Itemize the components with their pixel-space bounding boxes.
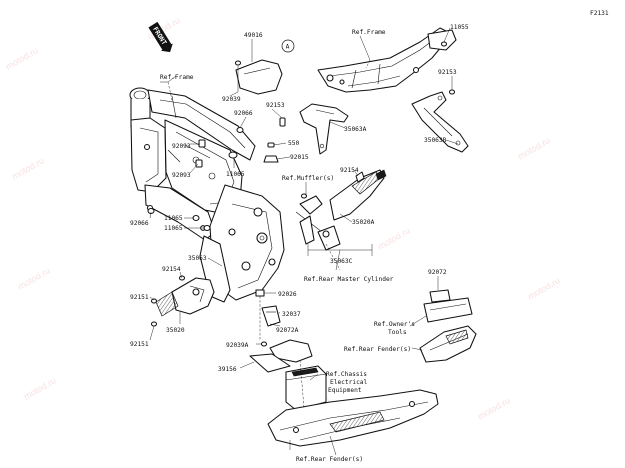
watermark-text: motod.ru [476, 395, 512, 421]
rear-fender-bottom [267, 389, 439, 447]
bolt-92026 [255, 289, 265, 297]
bumper-parts [255, 289, 281, 327]
bracket-35063a [279, 103, 349, 155]
label-ref-chassis-2: Electrical [330, 379, 368, 386]
label-92154-left: 92154 [162, 266, 181, 273]
bolt-92154-mid [355, 171, 365, 183]
label-92072: 92072 [428, 269, 447, 276]
main-frame [129, 87, 285, 303]
label-92015: 92015 [290, 154, 309, 161]
footrest-35020a [295, 169, 387, 251]
label-35063b: 35063B [424, 137, 447, 144]
rear-fender-right [419, 325, 477, 363]
leader-lines [149, 27, 459, 456]
label-92066-left: 92066 [130, 220, 149, 227]
bolt-92039a [260, 341, 268, 347]
label-49016: 49016 [244, 32, 263, 39]
watermark-text: motod.ru [16, 265, 52, 291]
bolt-92151-a [150, 298, 158, 304]
sheet-code: F2131 [590, 10, 609, 17]
parts-550-92015 [263, 142, 279, 163]
part-92072 [429, 289, 451, 303]
bolt-92153-right [448, 89, 456, 95]
watermark-text: motod.ru [516, 135, 552, 161]
label-92066-top: 92066 [234, 110, 253, 117]
label-92039: 92039 [222, 96, 241, 103]
watermark-text: motod.ru [376, 225, 412, 251]
frame-small-parts [147, 126, 244, 232]
label-92039a: 92039A [226, 342, 249, 349]
label-ref-chassis-3: Equipment [328, 387, 362, 394]
label-550: 550 [288, 140, 299, 147]
cap-92066-top [236, 126, 244, 134]
owners-tool-kit [423, 289, 473, 323]
bolt-92153-mid [279, 117, 286, 127]
label-ref-owners-1: Ref.Owner's [374, 321, 415, 328]
label-92093-b: 92093 [172, 172, 191, 179]
label-92153-right: 92153 [438, 69, 457, 76]
label-ref-owners-2: Tools [388, 329, 407, 336]
label-35020a: 35020A [352, 219, 375, 226]
label-ref-rear-master: Ref.Rear Master Cylinder [304, 276, 394, 283]
cap-92066-left [147, 207, 155, 215]
watermark-text: motod.ru [22, 375, 58, 401]
nut-92015 [263, 155, 279, 163]
label-ref-muffler: Ref.Muffler(s) [282, 175, 334, 182]
battery-case [249, 339, 327, 411]
bolt-92151-b [150, 321, 158, 327]
callout-a: A [281, 39, 295, 53]
label-92154-mid: 92154 [340, 167, 359, 174]
cap-11065-mid [228, 151, 238, 159]
label-35063: 35063 [188, 255, 207, 262]
tool-kit-bag [423, 297, 473, 323]
label-92072a: 92072A [276, 327, 299, 334]
bracket-32037 [261, 305, 281, 327]
label-35020: 35020 [166, 327, 185, 334]
label-ref-chassis-1: Ref.Chassis [326, 371, 367, 378]
label-11055: 11055 [450, 24, 469, 31]
part-labels: 49016 92039 Ref.Frame 92066 92153 92093 … [130, 24, 469, 463]
label-11065-mid: 11065 [226, 171, 245, 178]
label-32037: 32037 [282, 311, 301, 318]
watermark-text: motod.ru [4, 45, 40, 71]
watermark-text: motod.ru [10, 155, 46, 181]
watermark-text: motod.ru [526, 275, 562, 301]
callout-letter: A [286, 44, 290, 51]
label-92093-a: 92093 [172, 143, 191, 150]
label-92026: 92026 [278, 291, 297, 298]
footrest-35020 [150, 275, 215, 327]
label-92151-b: 92151 [130, 341, 149, 348]
label-ref-frame-left: Ref.Frame [160, 74, 194, 81]
label-35063a: 35063A [344, 126, 367, 133]
label-ref-rear-fender-right: Ref.Rear Fender(s) [344, 346, 411, 353]
cover-49016 [234, 59, 283, 95]
label-11065-b: 11065 [164, 225, 183, 232]
bolt-11055 [440, 41, 448, 47]
rear-subframe [317, 27, 457, 93]
label-92151-a: 92151 [130, 294, 149, 301]
label-11065-a: 11065 [164, 215, 183, 222]
bracket-39156 [249, 353, 291, 373]
bolt-92093-a [198, 139, 206, 148]
bolt-92093-b [195, 159, 203, 168]
label-92153-mid: 92153 [266, 102, 285, 109]
label-ref-rear-fender-bottom: Ref.Rear Fender(s) [296, 456, 363, 463]
label-39156: 39156 [218, 366, 237, 373]
label-35063c: 35063C [330, 258, 353, 265]
label-ref-frame-top: Ref.Frame [352, 29, 386, 36]
